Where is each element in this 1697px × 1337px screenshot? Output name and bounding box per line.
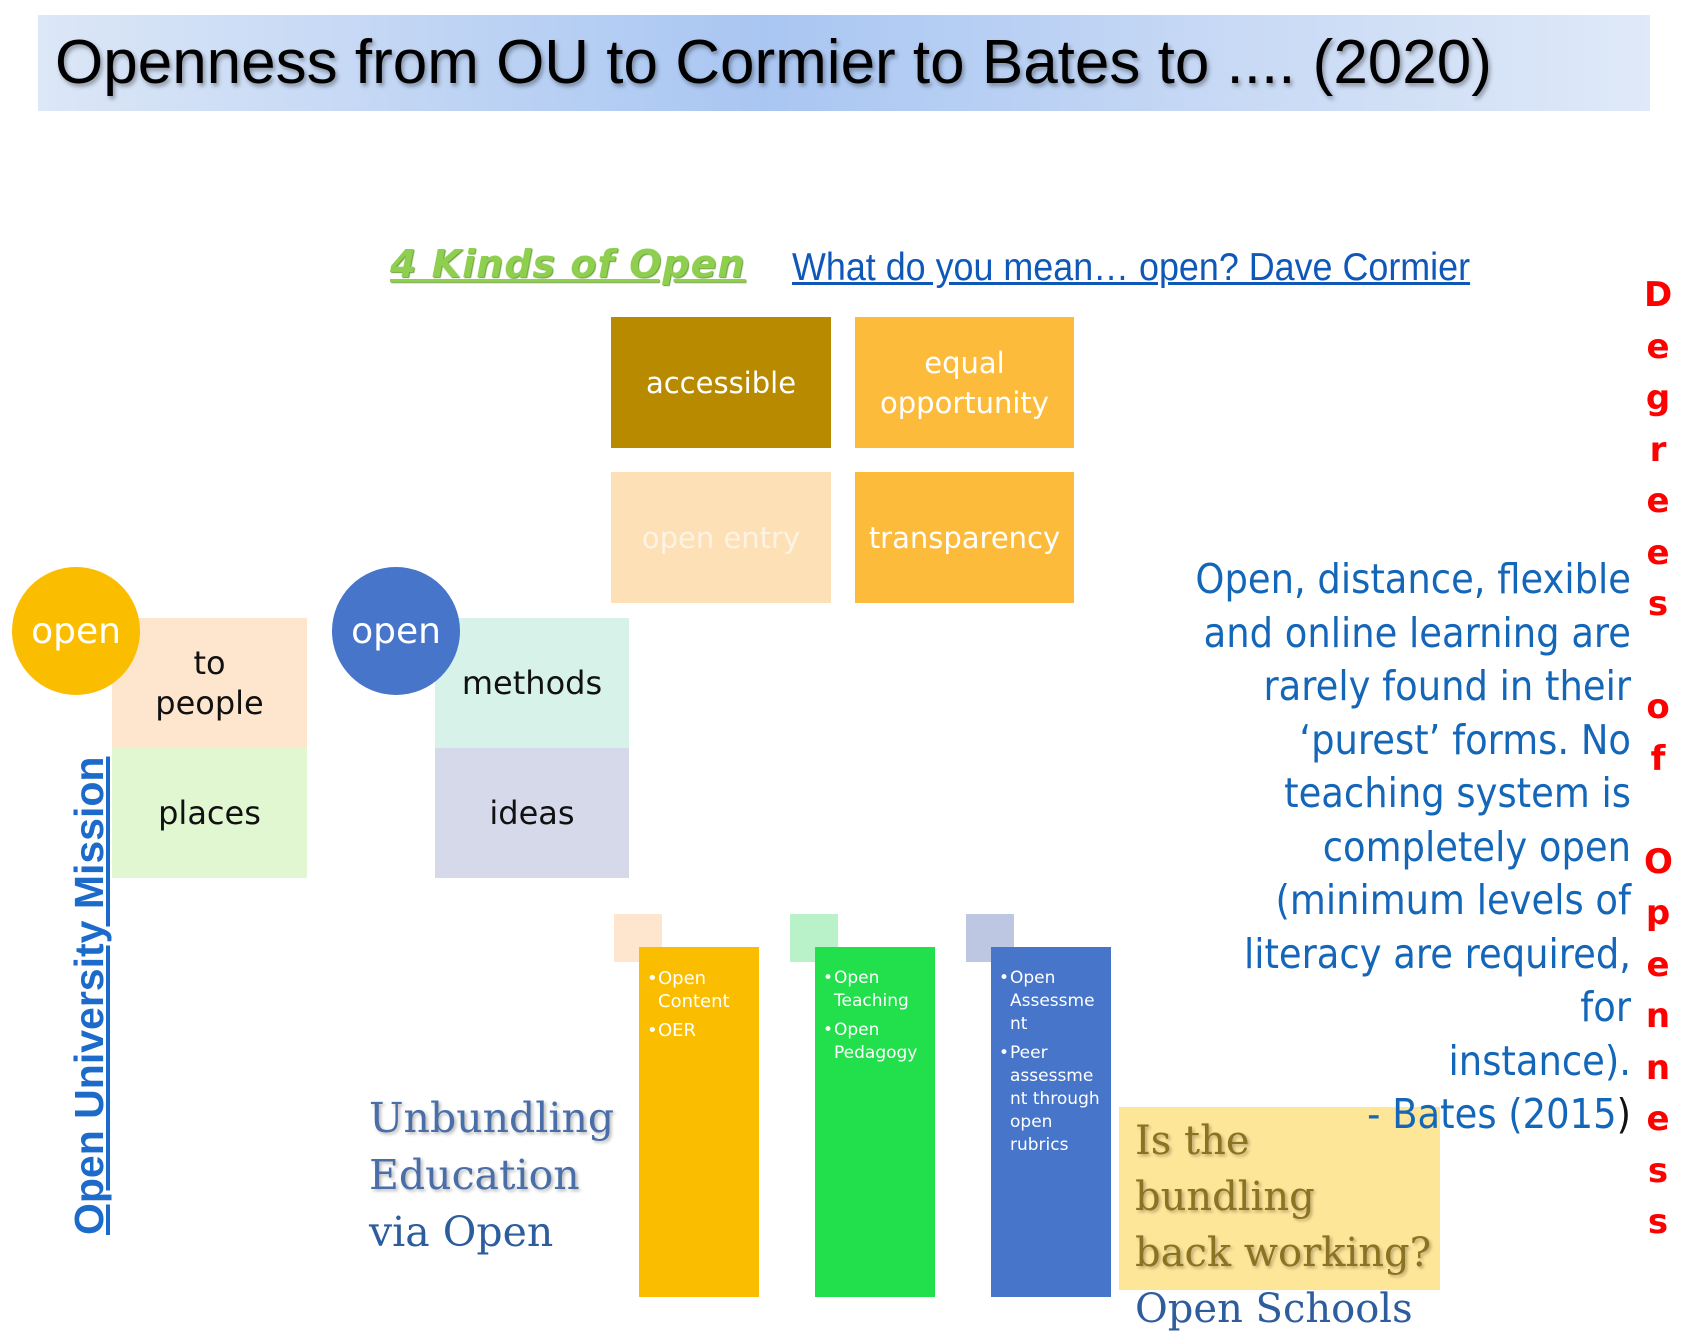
quote-attribution-text: - Bates (2015 [1367, 1090, 1617, 1138]
tile-accessible: accessible [611, 317, 831, 448]
vertical-letter: g [1645, 378, 1671, 418]
vertical-letter: o [1646, 687, 1670, 727]
degrees-of-openness-label: D e g r e e s o f O p e n n e s s [1644, 270, 1673, 1249]
schools-answer: Open Schools [1135, 1286, 1413, 1332]
card-to-people-line2: people [155, 684, 264, 722]
quote-line: instance). [1448, 1036, 1631, 1085]
tile-transparency: transparency [855, 472, 1074, 603]
quote-line: rarely found in their [1263, 662, 1631, 710]
vertical-letter: e [1646, 481, 1670, 521]
list-item: Open Assessme nt [999, 967, 1105, 1036]
kinds-of-open-heading[interactable]: 4 Kinds of Open [390, 242, 746, 286]
title-banner [38, 15, 1650, 111]
tile-equal-line2: opportunity [880, 385, 1049, 420]
card-to-people: to people [112, 618, 307, 748]
vertical-letter: r [1649, 429, 1667, 470]
vertical-letter [1644, 631, 1672, 683]
vertical-letter: n [1645, 996, 1671, 1036]
list-item: OER [647, 1019, 753, 1042]
vertical-letter: D [1644, 275, 1673, 315]
unbundling-line3: via Open [369, 1208, 554, 1256]
list-item: Open Content [647, 967, 753, 1013]
vertical-letter: f [1650, 738, 1666, 779]
schools-question-line1: Is the bundling [1135, 1118, 1315, 1220]
card-places: places [112, 748, 307, 878]
vertical-letter: e [1646, 326, 1670, 367]
column-open-assessment: Open Assessme nt Peer assessme nt throug… [991, 947, 1111, 1297]
vertical-letter: O [1644, 841, 1673, 882]
card-ideas: ideas [435, 748, 629, 878]
tile-equal-line1: equal [924, 345, 1005, 380]
quote-line: literacy are required, for [1243, 929, 1631, 1032]
quote-line: Open, distance, flexible [1195, 555, 1631, 603]
vertical-letter: e [1646, 1099, 1670, 1139]
tile-open-entry: open entry [611, 472, 831, 603]
unbundling-line1: Unbundling [369, 1094, 615, 1142]
card-methods: methods [435, 618, 629, 748]
vertical-letter: e [1646, 532, 1670, 573]
open-circle-methods: open [332, 567, 460, 695]
quote-line: completely open [1322, 822, 1631, 871]
schools-question-line2: back working? [1135, 1230, 1432, 1276]
vertical-letter: n [1645, 1047, 1671, 1088]
vertical-letter [1644, 785, 1672, 837]
vertical-letter: e [1646, 944, 1670, 985]
open-schools-box: Is the bundling back working? Open Schoo… [1119, 1107, 1440, 1332]
quote-line: teaching system is [1284, 769, 1631, 817]
open-circle-people: open [12, 567, 140, 695]
quote-attribution: - Bates (2015) [1189, 1088, 1631, 1142]
vertical-letter: s [1647, 584, 1669, 624]
vertical-letter: p [1645, 893, 1671, 933]
page-title: Openness from OU to Cormier to Bates to … [55, 28, 1492, 97]
quote-attribution-paren: ) [1616, 1090, 1631, 1138]
list-item: Open Teaching [823, 967, 929, 1013]
unbundling-caption: Unbundling Education via Open [369, 1090, 614, 1261]
cormier-link[interactable]: What do you mean… open? Dave Cormier [792, 246, 1471, 289]
card-to-people-line1: to [193, 644, 226, 682]
vertical-letter: s [1647, 1202, 1669, 1242]
column-open-teaching: Open Teaching Open Pedagogy [815, 947, 935, 1297]
bates-quote: Open, distance, flexible and online lear… [1189, 553, 1631, 1142]
list-item: Open Pedagogy [823, 1019, 929, 1065]
unbundling-line2: Education [369, 1151, 580, 1199]
tile-equal-opportunity: equal opportunity [855, 317, 1074, 448]
column-open-content: Open Content OER [639, 947, 759, 1297]
vertical-letter: s [1647, 1150, 1669, 1191]
quote-line: (minimum levels of [1275, 876, 1631, 924]
quote-line: and online learning are [1203, 608, 1631, 657]
list-item: Peer assessme nt through open rubrics [999, 1042, 1105, 1157]
mission-label: Open University Mission [66, 756, 112, 1235]
quote-line: ‘purest’ forms. No [1299, 715, 1631, 764]
